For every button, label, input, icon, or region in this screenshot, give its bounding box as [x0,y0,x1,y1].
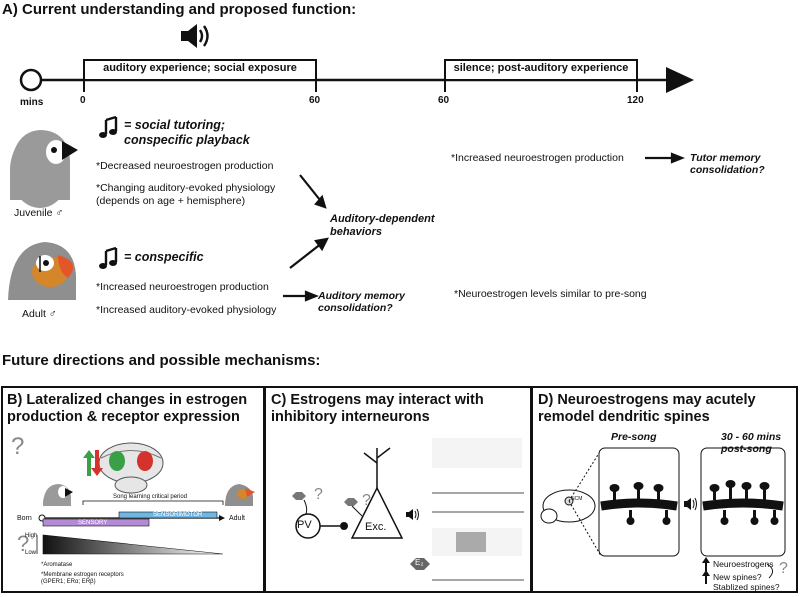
adult-label-b: Adult [229,515,245,522]
adult-finding-1: *Increased neuroestrogen production [96,281,269,293]
excitatory-neuron-icon [350,447,404,539]
tick-label: 0 [80,95,86,106]
adult-label: Adult ♂ [22,308,57,320]
result-stabilized-spines: Stablized spines? [713,582,780,592]
tick-label: 120 [627,95,644,106]
up-arrow-icon [702,557,710,584]
question-mark: ? [779,560,788,577]
exc-label: Exc. [365,521,387,533]
panel-c-title: C) Estrogens may interact with inhibitor… [271,392,484,425]
sensorimotor-label: SENSORIMOTOR [153,512,203,518]
e2-hexagon-icon [410,558,430,570]
raster-plot-top [432,438,522,468]
adult-bird-icon [8,242,76,300]
adult-bird-small-icon [225,484,255,506]
estrogen-hexagon-icon [292,492,306,500]
juvenile-bird-icon [10,130,78,208]
speaker-icon [684,497,697,511]
pre-song-label: Pre-song [611,431,657,443]
estrogen-hexagon-icon [344,498,358,506]
juvenile-post-finding: *Increased neuroestrogen production [451,152,624,164]
adult-post-finding: *Neuroestrogen levels similar to pre-son… [454,288,647,300]
speaker-icon [181,24,209,48]
up-down-arrows-icon [83,450,103,476]
question-mark: ? [11,433,25,460]
post-song-label: 30 - 60 mins post-song [721,431,782,455]
panel-b-graphics [36,442,255,555]
brain-icon [540,489,596,524]
juvenile-bird-small-icon [43,484,73,506]
result-new-spines: New spines? [713,572,762,582]
juvenile-finding-1: *Decreased neuroestrogen production [96,160,274,172]
panel-d-title: D) Neuroestrogens may acutely remodel de… [538,392,756,425]
e2-label: E₂ [415,558,424,567]
timeline-start-circle [19,68,43,92]
result-neuroestrogens: Neuroestrogens [713,559,774,569]
question-mark: ? [17,531,30,556]
dendritic-spines-pre [609,482,671,525]
panel-b: B) Lateralized changes in estrogen produ… [1,386,265,593]
receptor-note: *Membrane estrogen receptors (GPER1; ERα… [41,572,124,585]
high-label: High [25,533,38,539]
timeline-unit-label: mins [20,97,44,108]
aromatase-note: *Aromatase [41,562,73,568]
adult-stimulus: = conspecific [124,250,204,264]
low-label: Low [25,550,37,556]
speaker-icon [406,508,419,521]
adult-finding-2: *Increased auditory-evoked physiology [96,304,277,316]
dendrite-post [702,498,784,511]
panel-a-title: A) Current understanding and proposed fu… [2,1,357,18]
panel-c-graphics [292,438,524,581]
pv-label: PV [297,519,312,531]
tick-label: 60 [309,95,321,106]
panel-d: D) Neuroestrogens may acutely remodel de… [531,386,798,593]
sensory-label: SENSORY [78,520,108,526]
ncm-label: NCM [571,496,583,502]
juvenile-finding-2: *Changing auditory-evoked physiology (de… [96,182,276,207]
auditory-behaviors-outcome: Auditory-dependent behaviors [330,213,435,238]
tutor-memory-outcome: Tutor memory consolidation? [690,152,765,176]
timeline-box-auditory-label: auditory experience; social exposure [103,62,297,74]
raster-plot-bottom [432,528,522,556]
future-directions-title: Future directions and possible mechanism… [2,352,321,369]
question-mark: ? [362,492,371,509]
question-mark: ? [314,486,323,503]
brain-icon [98,442,164,494]
timeline-arrowhead [666,67,694,93]
critical-period-label: Song learning critical period [113,494,188,500]
born-label: Born [17,515,32,522]
panel-b-title: B) Lateralized changes in estrogen produ… [7,392,248,425]
panel-d-graphics [540,447,786,584]
timeline-box-silence-label: silence; post-auditory experience [453,62,629,74]
dendritic-spines-post [709,480,779,525]
juvenile-stimulus: = social tutoring; conspecific playback [124,118,250,147]
music-note-icon [99,246,118,269]
tick-label: 60 [438,95,450,106]
auditory-memory-outcome: Auditory memory consolidation? [318,290,405,314]
panel-c: C) Estrogens may interact with inhibitor… [264,386,532,593]
juvenile-label: Juvenile ♂ [14,207,64,219]
dendrite-pre [600,498,678,511]
music-note-icon [99,115,118,138]
